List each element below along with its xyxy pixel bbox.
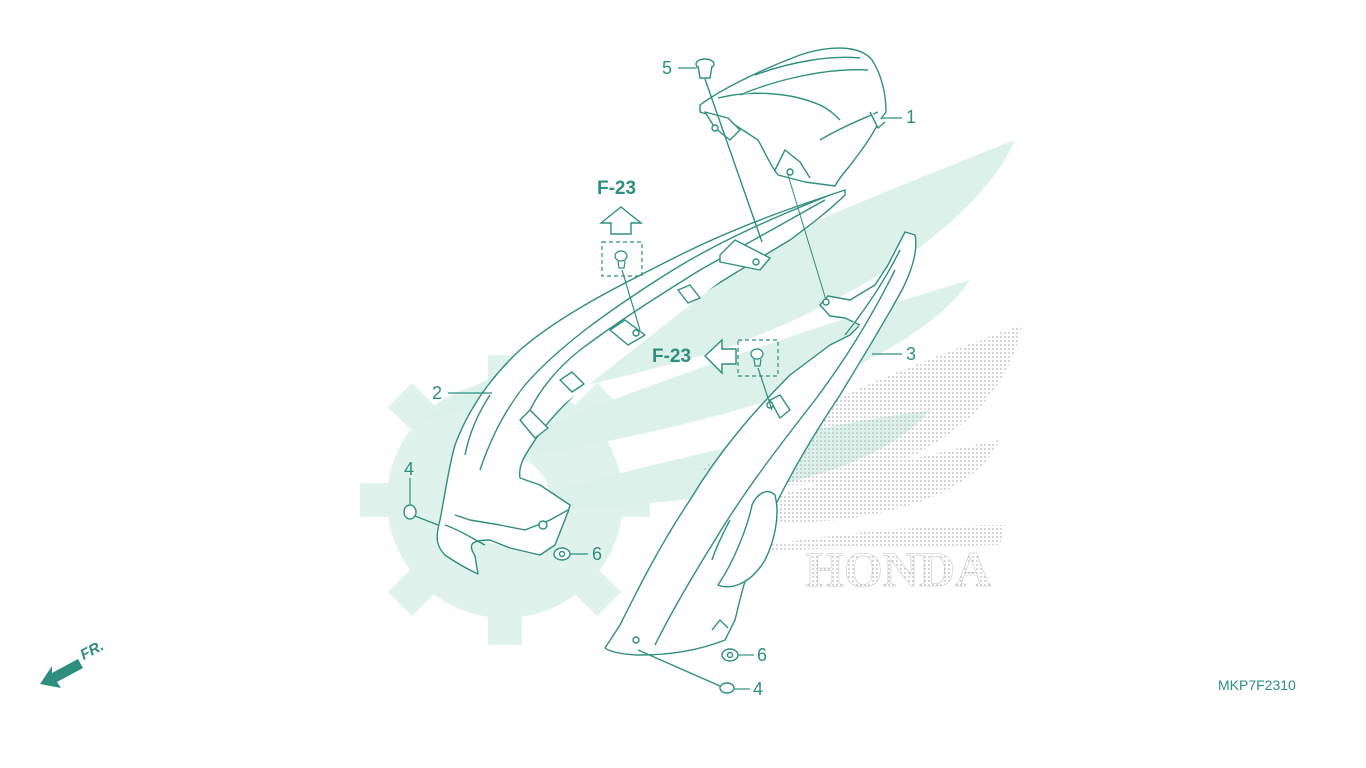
reference-box-top bbox=[601, 241, 643, 331]
callout-6-right: 6 bbox=[757, 645, 768, 665]
guide-lines bbox=[787, 174, 827, 301]
front-arrow-icon bbox=[40, 659, 83, 688]
leader-lines bbox=[409, 67, 902, 690]
fastener-4a-grommet[interactable] bbox=[403, 504, 439, 526]
honda-watermark-text: HONDA bbox=[805, 541, 991, 597]
reference-f23-top[interactable]: F-23 bbox=[597, 178, 637, 199]
callout-4-right: 4 bbox=[753, 679, 764, 699]
callout-2: 2 bbox=[432, 383, 443, 403]
fastener-4b-grommet[interactable] bbox=[637, 649, 735, 694]
diagram-code: MKP7F2310 bbox=[1218, 677, 1296, 693]
part-1-seat-cowl[interactable] bbox=[699, 47, 887, 187]
left-arrow-icon bbox=[703, 338, 737, 375]
up-arrow-icon bbox=[599, 206, 643, 235]
reference-f23-mid[interactable]: F-23 bbox=[652, 346, 692, 367]
part-3-right-cover[interactable] bbox=[604, 231, 917, 656]
fastener-6a-nut[interactable] bbox=[553, 547, 571, 561]
fastener-5-screw[interactable] bbox=[695, 58, 763, 243]
callout-3: 3 bbox=[906, 344, 917, 364]
callout-4-left: 4 bbox=[404, 459, 415, 479]
callout-1: 1 bbox=[906, 107, 917, 127]
reference-box-mid bbox=[737, 339, 779, 411]
callout-6-left: 6 bbox=[592, 544, 603, 564]
fastener-6b-nut[interactable] bbox=[721, 648, 739, 662]
callout-5: 5 bbox=[662, 58, 673, 78]
